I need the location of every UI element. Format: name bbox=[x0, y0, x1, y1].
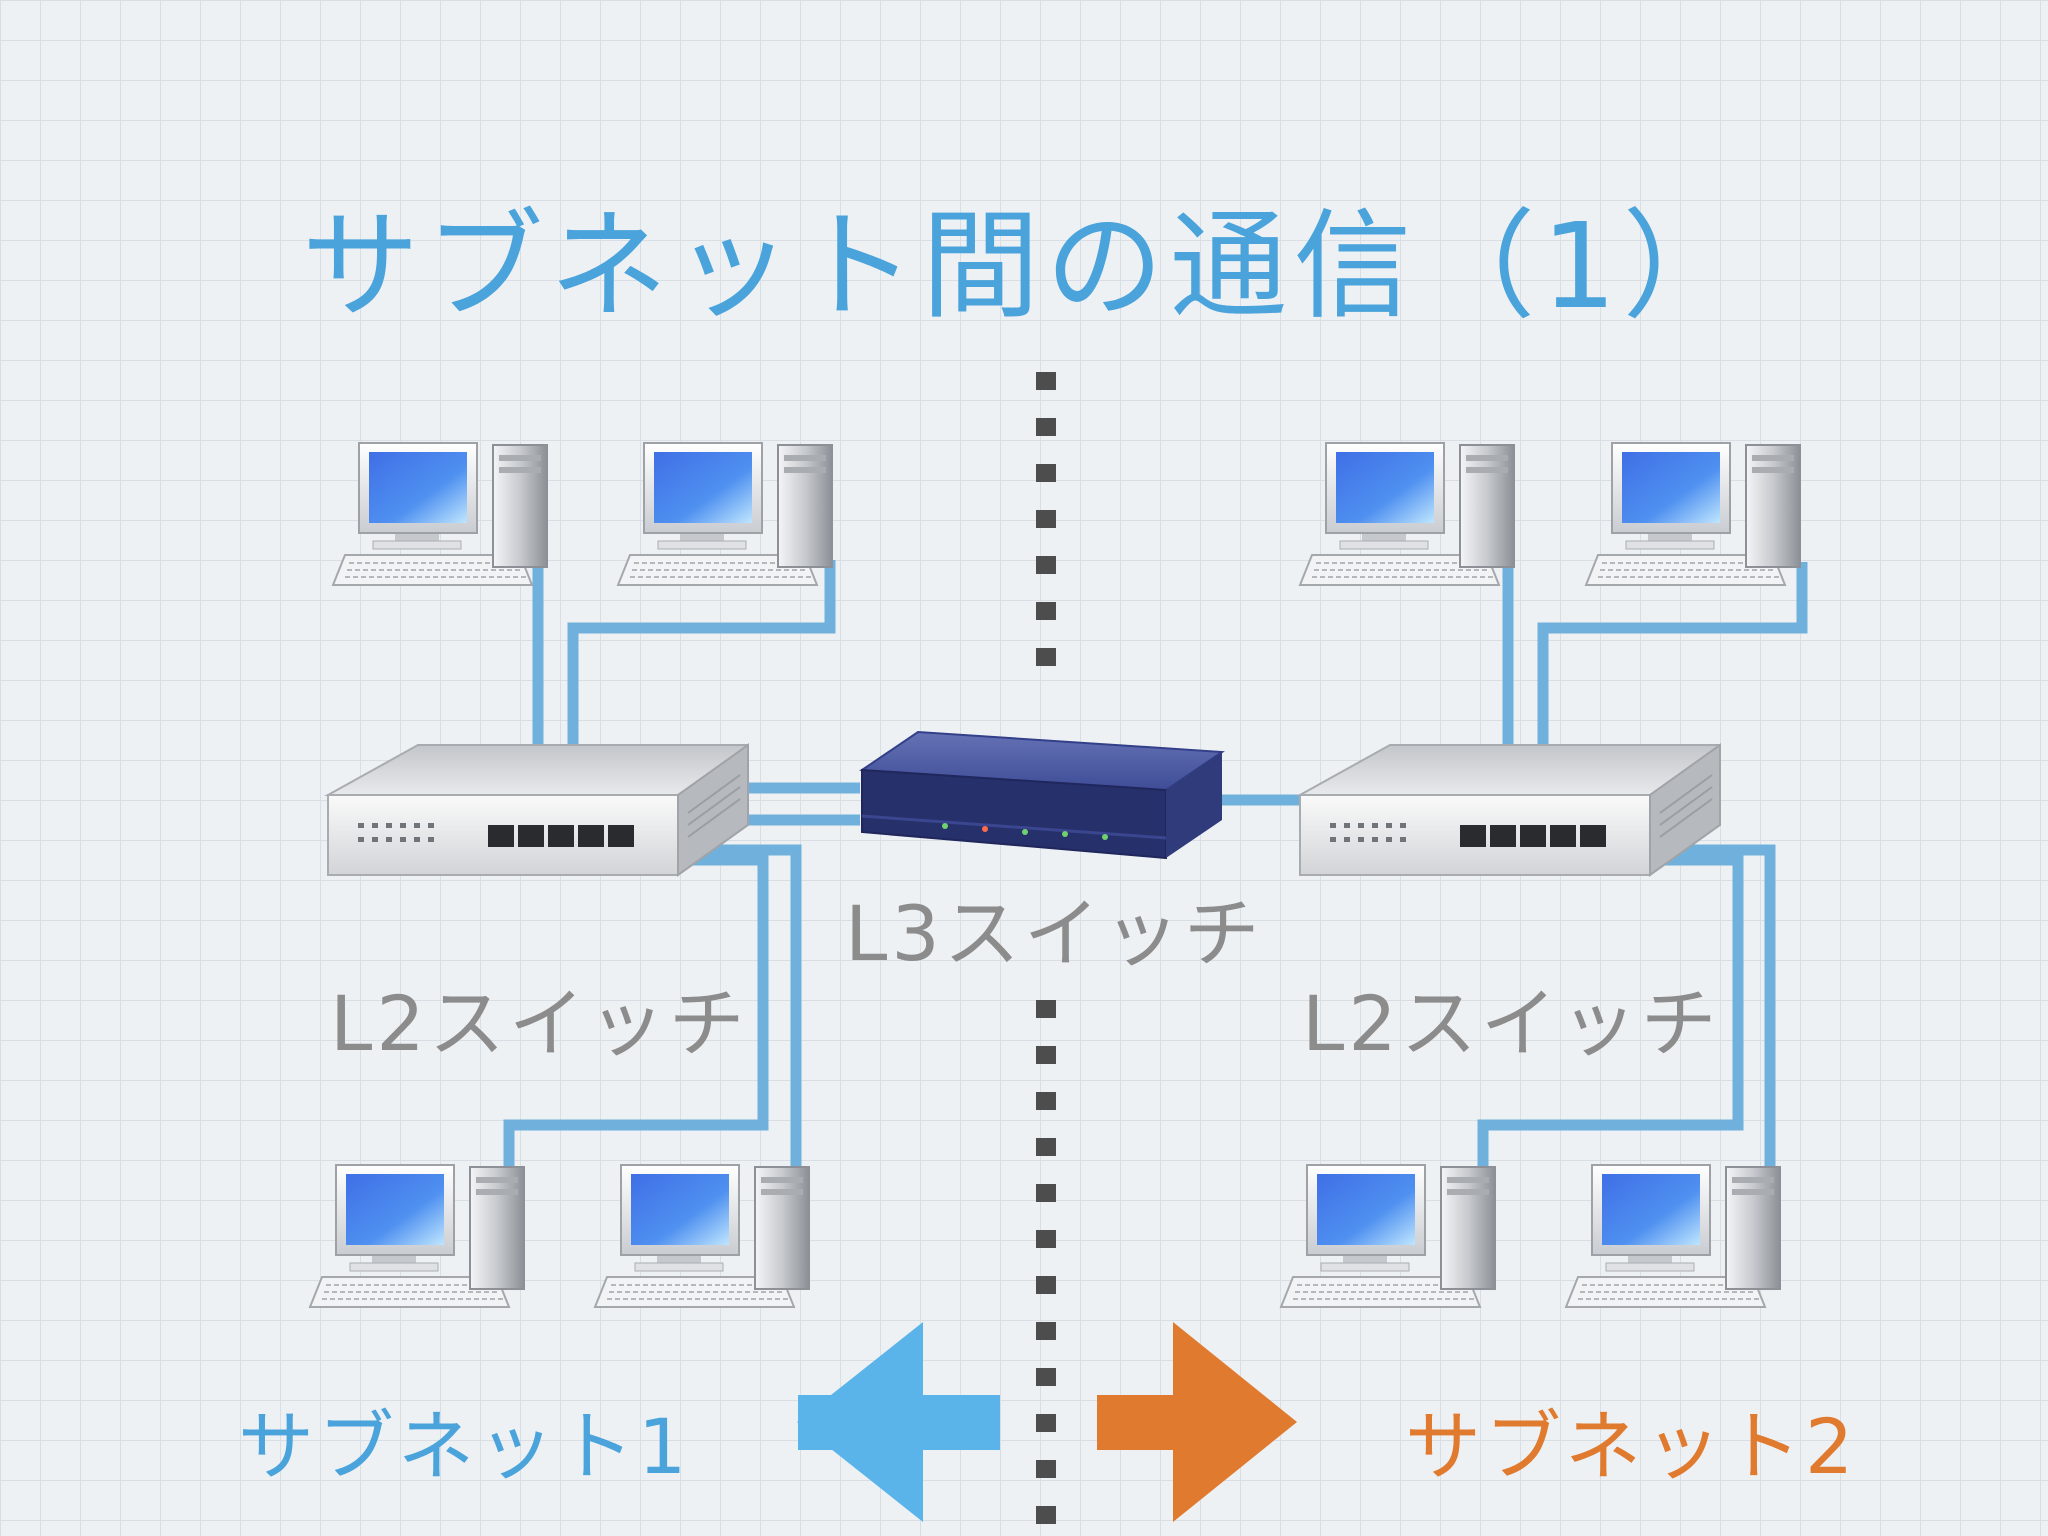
computer-left-top-1 bbox=[332, 442, 548, 586]
computer-right-bottom-2 bbox=[1565, 1164, 1781, 1308]
computer-right-top-2 bbox=[1585, 442, 1801, 586]
page-title: サブネット間の通信（1） bbox=[301, 197, 1747, 335]
subnet-divider bbox=[1036, 372, 1056, 1524]
arrow-left-body bbox=[920, 1395, 1000, 1450]
computer-left-bottom-1 bbox=[309, 1164, 525, 1308]
subnet2-label: サブネット2 bbox=[1405, 1402, 1858, 1491]
arrow-left-head bbox=[797, 1322, 923, 1522]
l2-switch-right-icon bbox=[1299, 744, 1721, 876]
computer-left-bottom-2 bbox=[594, 1164, 810, 1308]
l2-switch-left-icon bbox=[327, 744, 749, 876]
l3-switch-label: L3スイッチ bbox=[845, 889, 1264, 978]
l2-switch-left-label: L2スイッチ bbox=[330, 979, 749, 1068]
l3-switch-icon bbox=[859, 730, 1225, 860]
l2-switch-right-label: L2スイッチ bbox=[1302, 979, 1721, 1068]
arrow-right-icon bbox=[1097, 1322, 1297, 1522]
computer-right-top-1 bbox=[1299, 442, 1515, 586]
subnet1-label: サブネット1 bbox=[238, 1402, 691, 1491]
computer-right-bottom-1 bbox=[1280, 1164, 1496, 1308]
computer-left-top-2 bbox=[617, 442, 833, 586]
